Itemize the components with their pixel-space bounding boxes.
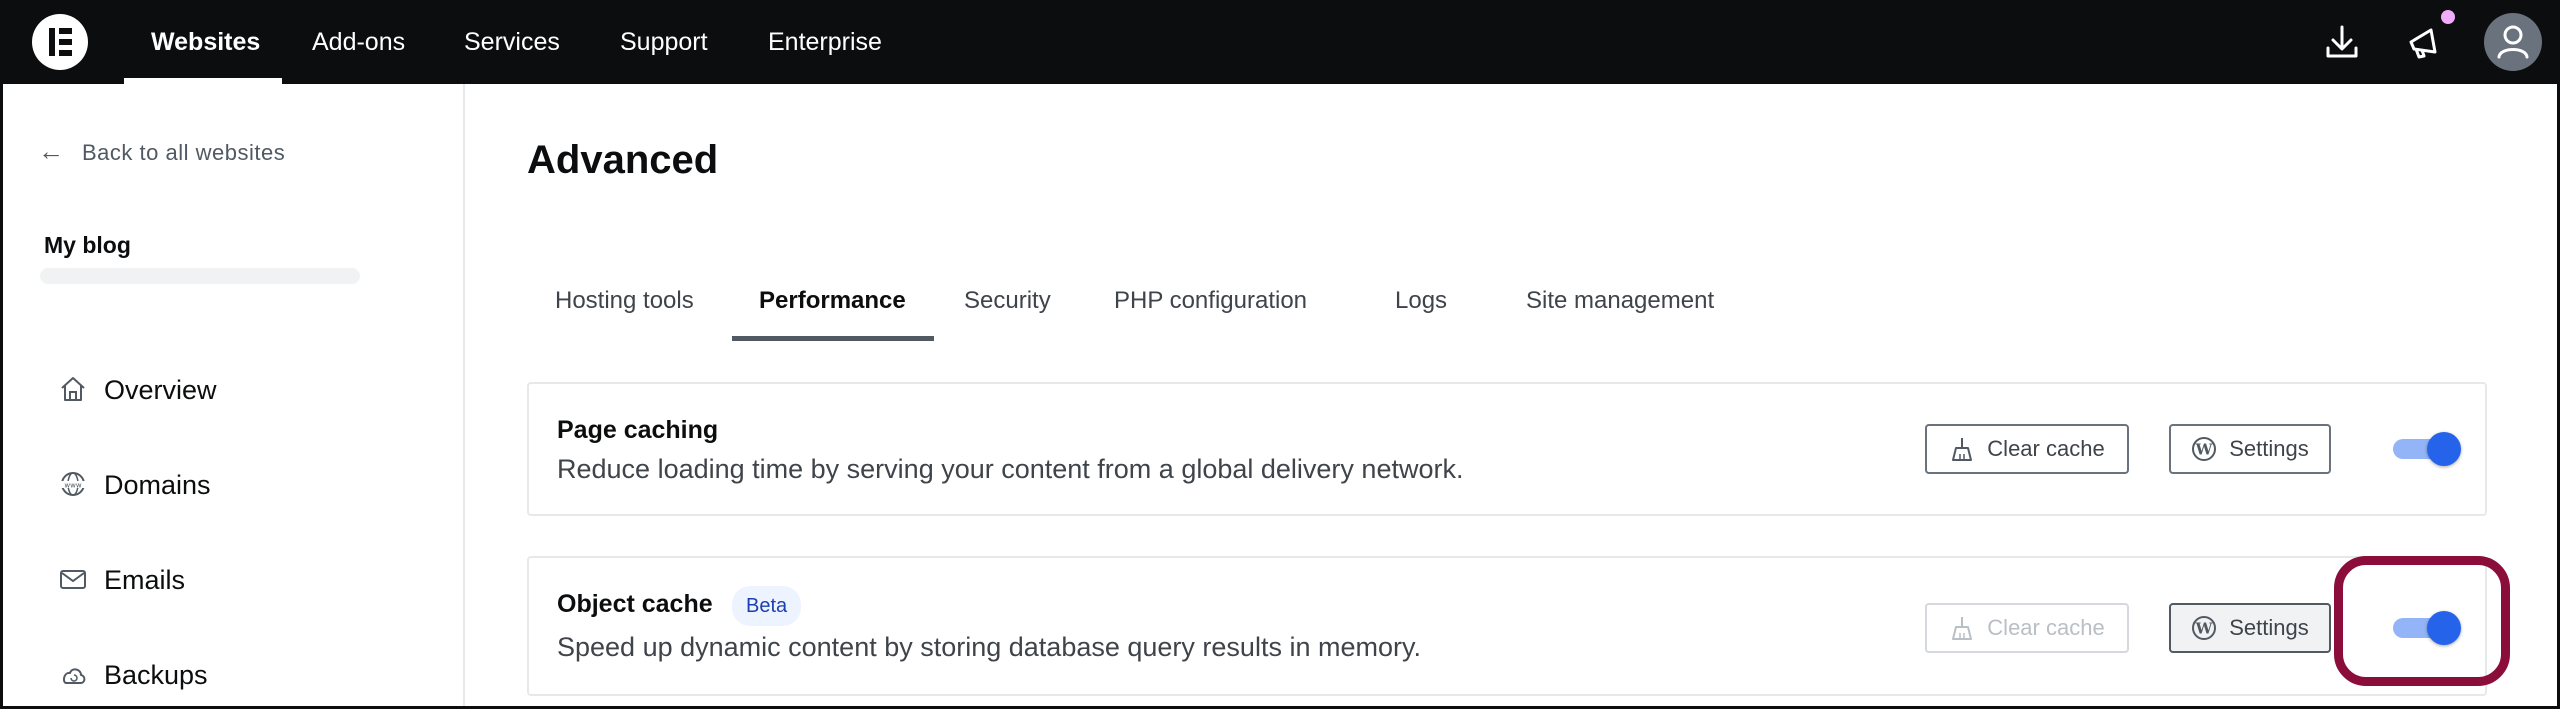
settings-label: Settings — [2229, 615, 2309, 640]
globe-www-icon: www — [60, 471, 86, 496]
tab-logs[interactable]: Logs — [1395, 287, 1448, 314]
tab-php-configuration[interactable]: PHP configuration — [1114, 287, 1308, 314]
back-to-websites-link[interactable]: ← Back to all websites — [38, 136, 285, 167]
active-tab-indicator — [732, 336, 934, 341]
toggle-knob — [2427, 432, 2461, 466]
tab-performance[interactable]: Performance — [759, 287, 906, 314]
sidebar-item-label: Backups — [104, 660, 208, 690]
page-caching-card: Page caching Reduce loading time by serv… — [527, 382, 2487, 516]
site-url-redacted — [40, 268, 360, 284]
toggle-highlight-annotation — [2334, 556, 2510, 686]
page-title: Advanced — [527, 138, 719, 182]
broom-icon — [1952, 617, 1973, 640]
tab-hosting-tools[interactable]: Hosting tools — [555, 287, 694, 314]
download-icon[interactable] — [2322, 22, 2362, 62]
site-name: My blog — [44, 232, 131, 258]
page-caching-toggle[interactable] — [2393, 432, 2461, 466]
sidebar-item-overview[interactable]: Overview — [58, 370, 217, 410]
svg-text:W: W — [2195, 441, 2214, 459]
wordpress-icon: W — [2192, 437, 2217, 461]
beta-badge: Beta — [732, 586, 802, 626]
active-nav-indicator — [124, 78, 282, 84]
clear-cache-button[interactable]: Clear cache — [1925, 603, 2129, 653]
sidebar-item-label: Overview — [104, 375, 217, 405]
sidebar: ← Back to all websites My blog Overview w… — [0, 84, 465, 709]
home-icon — [61, 376, 85, 401]
nav-item-services[interactable]: Services — [464, 28, 560, 56]
nav-item-enterprise[interactable]: Enterprise — [768, 28, 882, 56]
elementor-logo-icon[interactable] — [32, 14, 88, 70]
tab-site-management[interactable]: Site management — [1526, 287, 1715, 314]
card-title: Object cache — [557, 590, 713, 618]
toggle-knob — [2427, 611, 2461, 645]
wordpress-icon: W — [2192, 616, 2217, 640]
user-avatar-icon[interactable] — [2484, 13, 2542, 71]
nav-item-addons[interactable]: Add-ons — [312, 28, 406, 56]
sidebar-item-backups[interactable]: Backups — [58, 655, 208, 695]
card-description: Speed up dynamic content by storing data… — [557, 632, 1421, 662]
sidebar-item-domains[interactable]: www Domains — [58, 465, 211, 505]
settings-label: Settings — [2229, 436, 2309, 461]
clear-cache-button[interactable]: Clear cache — [1925, 424, 2129, 474]
clear-cache-label: Clear cache — [1987, 615, 2105, 640]
nav-item-support[interactable]: Support — [620, 28, 708, 56]
envelope-icon — [60, 569, 86, 589]
tab-security[interactable]: Security — [964, 287, 1051, 314]
broom-icon — [1952, 438, 1973, 461]
object-cache-card: Object cache Beta Speed up dynamic conte… — [527, 556, 2487, 696]
nav-item-websites[interactable]: Websites — [151, 28, 261, 56]
notification-dot — [2441, 10, 2455, 24]
card-description: Reduce loading time by serving your cont… — [557, 454, 1464, 484]
sidebar-item-label: Emails — [104, 565, 186, 595]
clear-cache-label: Clear cache — [1987, 436, 2105, 461]
card-title: Page caching — [557, 416, 719, 444]
megaphone-icon[interactable] — [2404, 22, 2444, 62]
object-cache-toggle[interactable] — [2393, 611, 2461, 645]
cloud-backup-icon — [62, 668, 86, 684]
svg-text:W: W — [2195, 620, 2214, 638]
arrow-left-icon: ← — [38, 136, 65, 166]
top-navigation-bar: Websites Add-ons Services Support Enterp… — [0, 0, 2560, 84]
sidebar-item-label: Domains — [104, 470, 211, 500]
settings-button[interactable]: W Settings — [2169, 424, 2331, 474]
sidebar-item-emails[interactable]: Emails — [58, 560, 185, 600]
svg-text:www: www — [64, 481, 81, 489]
settings-button[interactable]: W Settings — [2169, 603, 2331, 653]
back-link-label: Back to all websites — [82, 140, 286, 165]
